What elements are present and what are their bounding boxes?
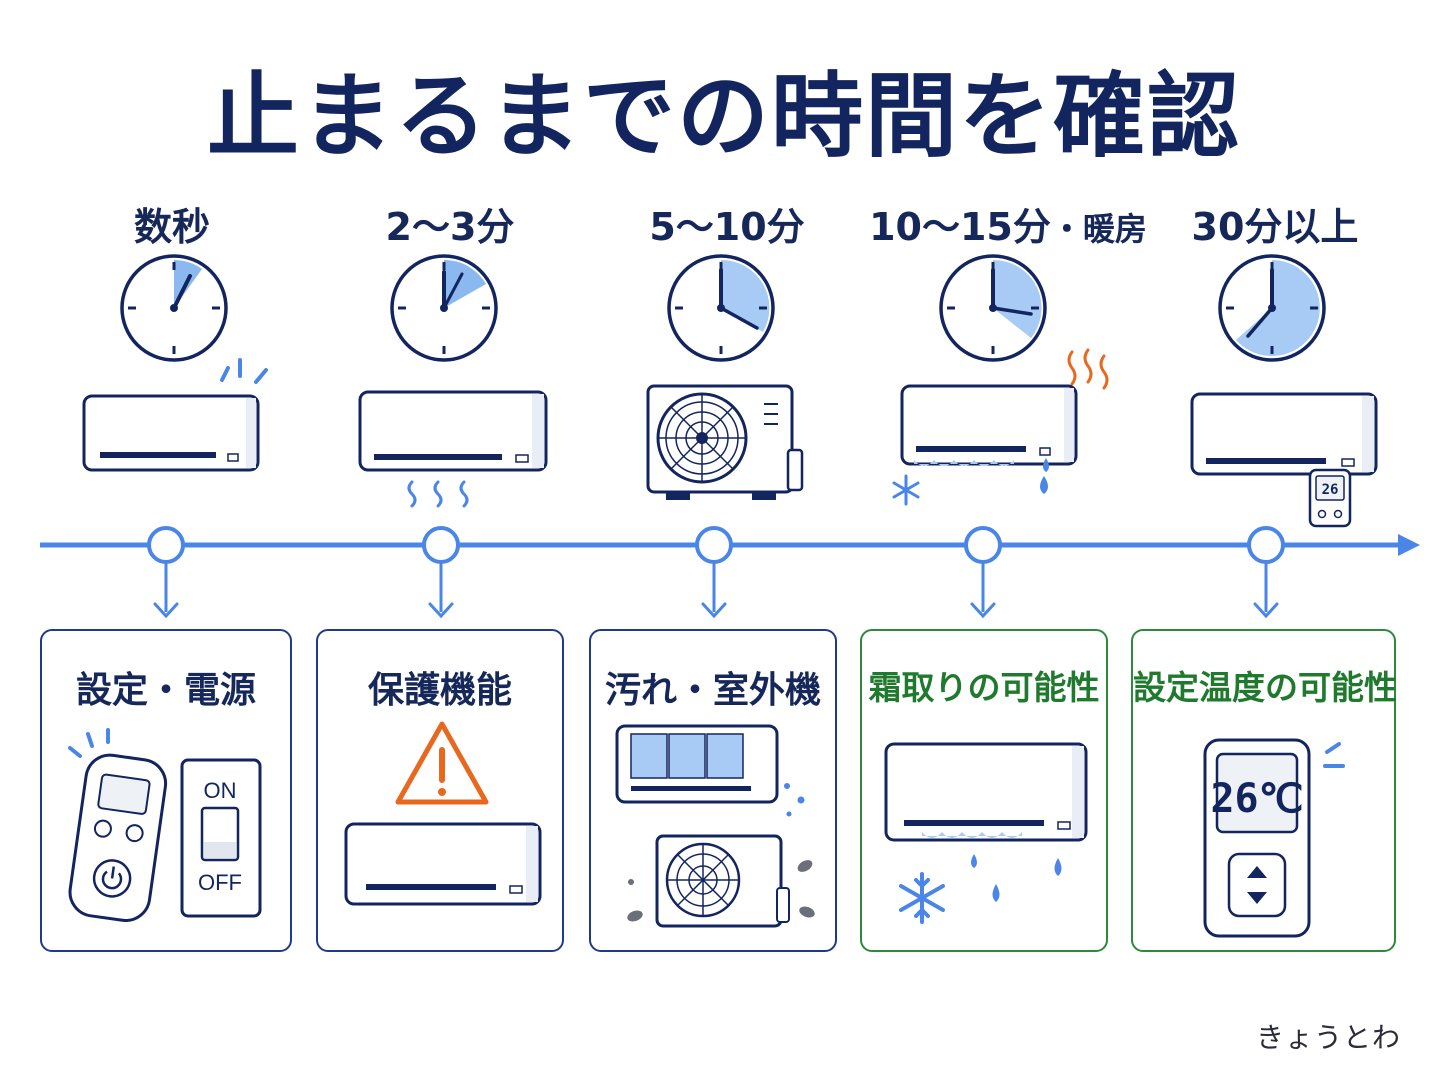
stage-label-4: 10〜15分・暖房 <box>869 205 1147 249</box>
clock-icon <box>667 254 775 362</box>
stage-label-2: 2〜3分 <box>385 205 515 249</box>
air-conditioner-icon <box>358 390 548 508</box>
brand-logo-text: きょうとわ <box>1256 1021 1402 1054</box>
stage-label-5: 30分以上 <box>1191 205 1359 249</box>
card-set-temperature: 設定温度の可能性 26℃ <box>1131 629 1397 952</box>
remote-temperature-icon: 26℃ <box>1203 738 1345 938</box>
page-title: 止まるまでの時間を確認 <box>206 63 1241 170</box>
switch-off-label: OFF <box>198 870 242 895</box>
card-title: 設定・電源 <box>75 670 256 711</box>
air-conditioner-remote-icon: 26 <box>1190 392 1378 528</box>
clock-icon <box>939 254 1047 362</box>
timeline <box>40 526 1420 619</box>
switch-on-label: ON <box>204 778 237 803</box>
card-title: 霜取りの可能性 <box>868 668 1100 707</box>
stage-label-3: 5〜10分 <box>649 205 805 249</box>
card-defrost: 霜取りの可能性 <box>860 629 1108 952</box>
remote-display-small: 26 <box>1322 482 1339 498</box>
defrost-air-conditioner-icon <box>892 348 1109 506</box>
clock-icon <box>120 254 228 362</box>
clock-icon <box>1218 254 1326 362</box>
card-settings-power: 設定・電源 ON OFF <box>40 629 292 952</box>
card-title: 汚れ・室外機 <box>604 670 821 711</box>
air-conditioner-icon <box>82 358 268 472</box>
remote-and-switch-icon: ON OFF <box>68 728 262 922</box>
stage-label-1: 数秒 <box>133 205 210 249</box>
card-title: 保護機能 <box>367 670 512 711</box>
filter-and-outdoor-unit-icon <box>615 724 815 928</box>
card-protection: 保護機能 <box>316 629 564 952</box>
frost-air-conditioner-icon <box>884 742 1088 924</box>
warning-air-conditioner-icon <box>344 721 542 906</box>
card-dirt-outdoor-unit: 汚れ・室外機 <box>589 629 837 952</box>
outdoor-unit-icon <box>646 384 804 500</box>
clock-icon <box>390 254 498 362</box>
temperature-display: 26℃ <box>1210 776 1303 822</box>
card-title: 設定温度の可能性 <box>1133 668 1397 707</box>
